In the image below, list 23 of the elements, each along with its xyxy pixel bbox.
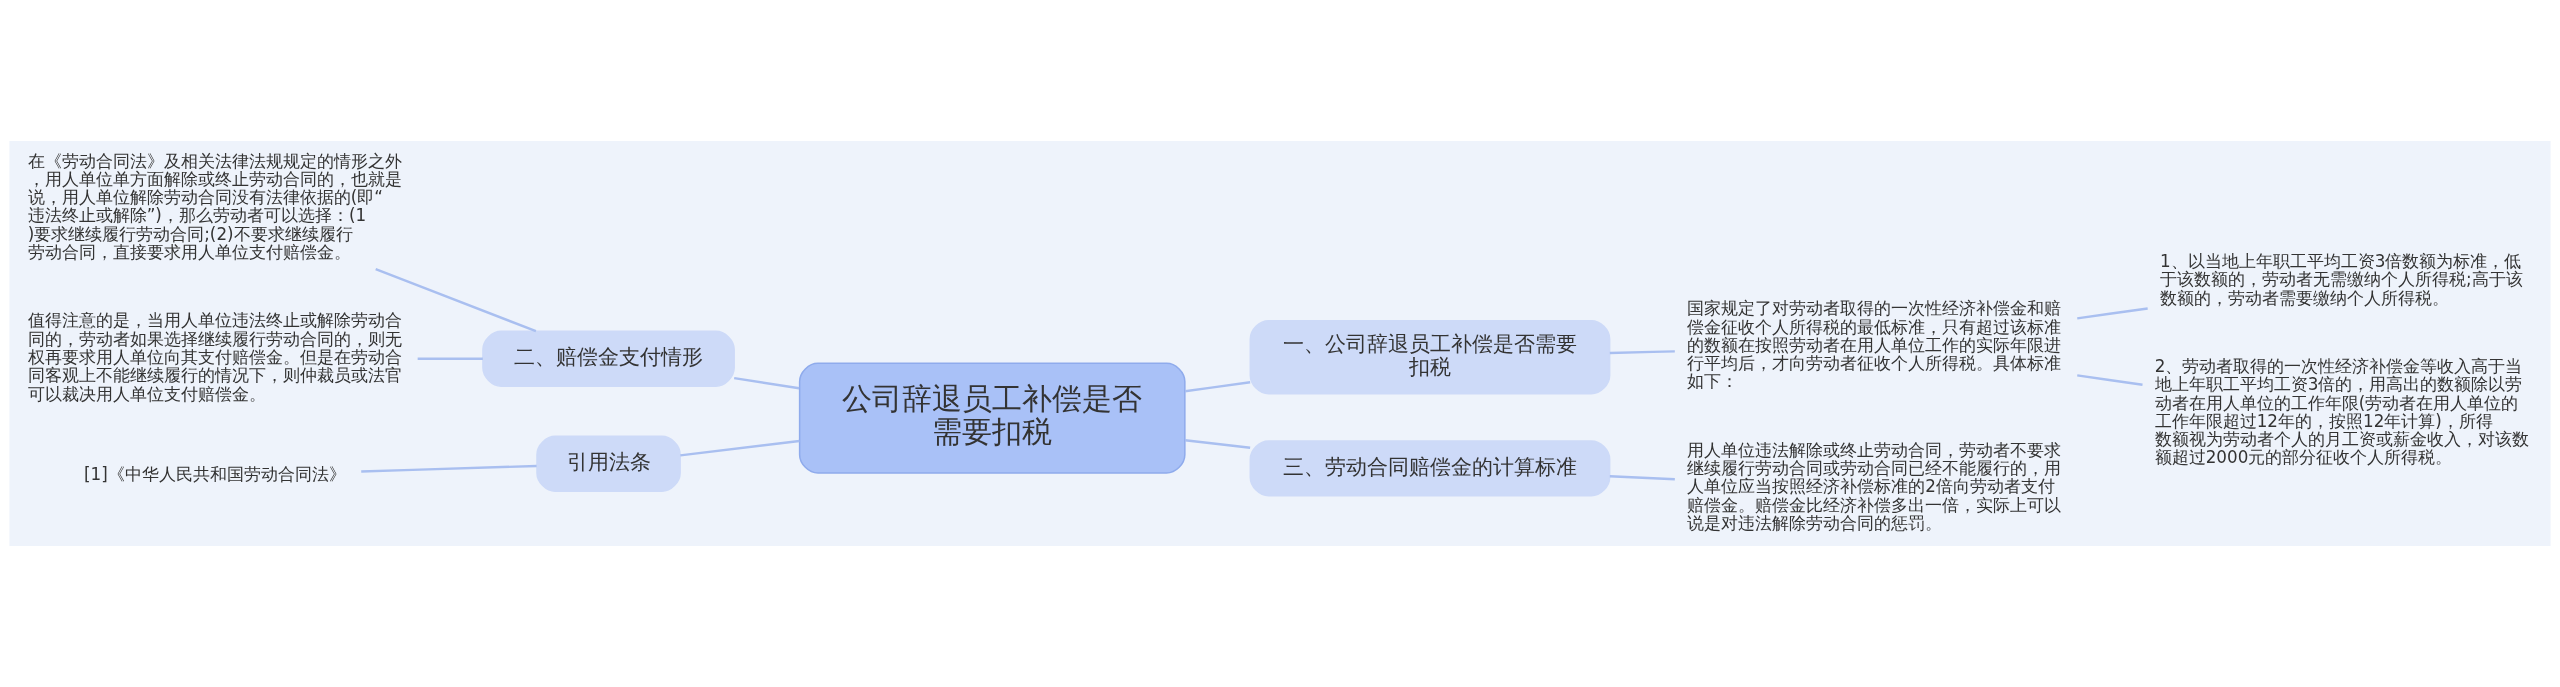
node-text: 用人单位违法解除或终止劳动合同，劳动者不要求继续履行劳动合同或劳动合同已经不能履行的，用人单位应当按照经济补偿标准的2倍向劳动者支付赔偿金。赔偿金比经济补偿多出一倍，实际上可以说是对违法解除劳动合同的惩罚。 — [1687, 439, 2062, 533]
node-box: 三、劳动合同赔偿金的计算标准 — [1249, 440, 1611, 497]
connector — [2077, 307, 2148, 320]
connector — [1609, 350, 1675, 355]
connector — [2077, 374, 2143, 386]
node-text: 1、以当地上年职工平均工资3倍数额为标准，低于该数额的，劳动者无需缴纳个人所得税;高于该数额的，劳动者需要缴纳个人所得税。 — [2160, 251, 2523, 308]
connector — [734, 376, 800, 390]
node-text: [1]《中华人民共和国劳动合同法》 — [84, 464, 346, 485]
node-box: 一、公司辞退员工补偿是否需要扣税 — [1249, 319, 1611, 395]
connector — [680, 439, 800, 457]
connector — [417, 357, 483, 360]
connector — [361, 464, 537, 473]
node-text: 2、劳动者取得的一次性经济补偿金等收入高于当地上年职工平均工资3倍的，用高出的数额除以劳动者在用人单位的工作年限(劳动者在用人单位的工作年限超过12年的，按照12年计算)，所得数额视为劳动者个人的月工资或薪金收入，对该数额超过2000元的部分征收个人所得税。 — [2154, 356, 2529, 468]
connector — [1184, 381, 1251, 393]
connector — [375, 267, 537, 333]
node-text: 在《劳动合同法》及相关法律法规规定的情形之外，用人单位单方面解除或终止劳动合同的，也就是说，用人单位解除劳动合同没有法律依据的(即“违法终止或解除”)，那么劳动者可以选择：(1)要求继续履行劳动合同;(2)不要求继续履行劳动合同，直接要求用人单位支付赔偿金。 — [27, 150, 402, 262]
node-text: 值得注意的是，当用人单位违法终止或解除劳动合同的，劳动者如果选择继续履行劳动合同的，则无权再要求用人单位向其支付赔偿金。但是在劳动合同客观上不能继续履行的情况下，则仲裁员或法官可以裁决用人单位支付赔偿金。 — [27, 310, 402, 404]
node-text: 国家规定了对劳动者取得的一次性经济补偿金和赔偿金征收个人所得税的最低标准，只有超过该标准的数额在按照劳动者在用人单位工作的实际年限进行平均后，才向劳动者征收个人所得税。具体标准如下： — [1687, 298, 2062, 392]
connector — [1609, 475, 1675, 481]
node-box: 二、赔偿金支付情形 — [482, 330, 735, 387]
node-box: 引用法条 — [536, 435, 681, 492]
node-box: 公司辞退员工补偿是否需要扣税 — [798, 362, 1186, 474]
connector — [1184, 439, 1251, 449]
